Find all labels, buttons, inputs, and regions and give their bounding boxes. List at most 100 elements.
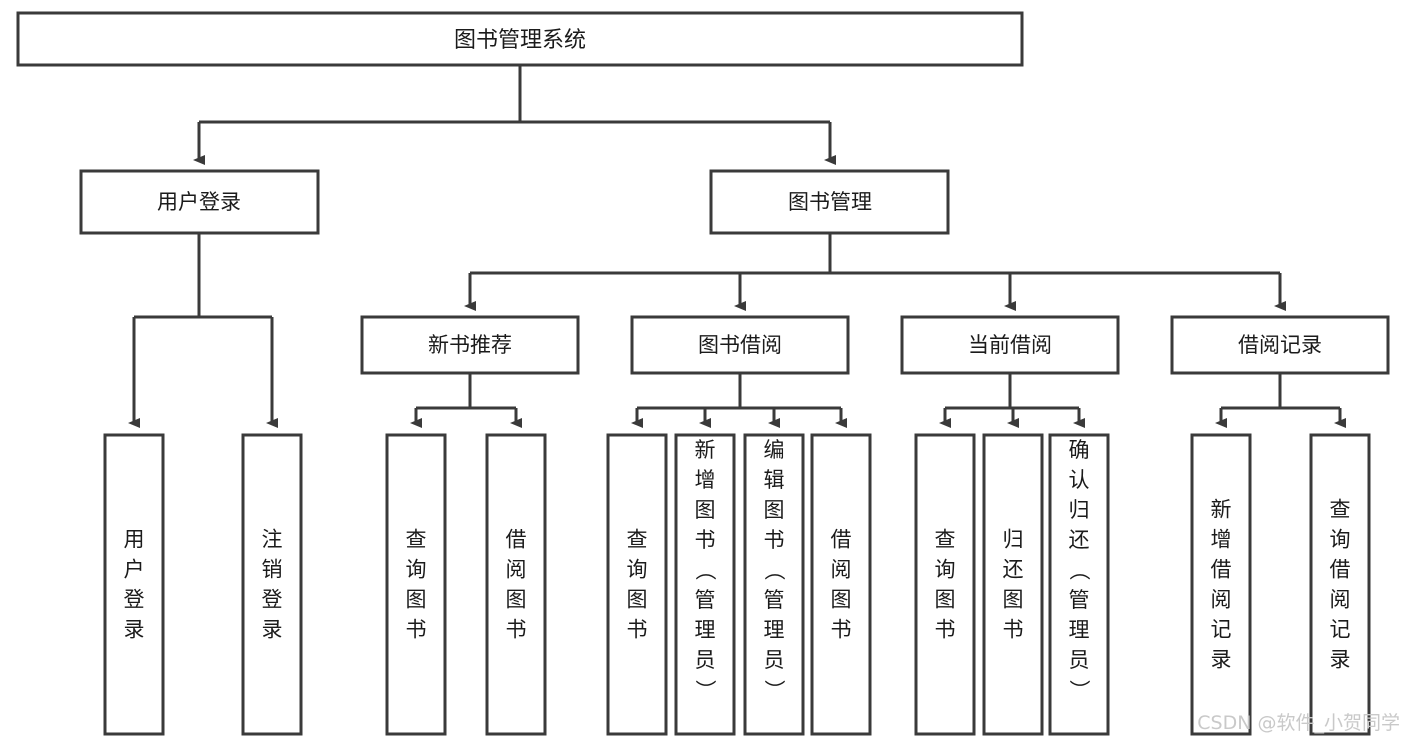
node-root-system[interactable]: 图书管理系统 <box>16 11 1024 67</box>
leaf-node-box[interactable] <box>982 433 1044 736</box>
leaf-node-char: 查 <box>406 528 427 552</box>
leaf-node-char: 书 <box>831 618 852 642</box>
leaf-node-char: 销 <box>262 558 283 582</box>
node-new-book-recommend-box[interactable] <box>360 315 580 375</box>
leaf-node-box[interactable] <box>385 433 447 736</box>
leaf-node-char: 借 <box>1211 558 1232 582</box>
leaf-node-box[interactable] <box>1309 433 1371 736</box>
leaf-node-char: 查 <box>627 528 648 552</box>
node-book-borrow[interactable]: 图书借阅 <box>630 315 850 375</box>
leaf-node-char: 询 <box>935 558 956 582</box>
node-book-management-box[interactable] <box>709 169 950 235</box>
node-current-borrow[interactable]: 当前借阅 <box>900 315 1120 375</box>
leaf-node-char: 查 <box>935 528 956 552</box>
leaf-node-char: 员 <box>1069 648 1090 672</box>
leaf-node-char: 书 <box>406 618 427 642</box>
leaf-node-char: （ <box>762 560 786 581</box>
leaf-node-char: 书 <box>935 618 956 642</box>
leaf-node-char: 询 <box>1330 528 1351 552</box>
leaf-node-char: ） <box>693 680 717 701</box>
leaf-node-char: 管 <box>764 588 785 612</box>
leaf-node-char: 书 <box>695 528 716 552</box>
leaf-node-char: 员 <box>764 648 785 672</box>
leaf-node-box[interactable] <box>485 433 547 736</box>
node-user-login-box[interactable] <box>79 169 320 235</box>
leaf-node-char: 图 <box>1003 588 1024 612</box>
leaf-node-layer: 用户登录注销登录查询图书借阅图书查询图书新增图书（管理员）编辑图书（管理员）借阅… <box>103 433 1371 736</box>
node-root-system-box[interactable] <box>16 11 1024 67</box>
leaf-node-char: 理 <box>764 618 785 642</box>
leaf-node-char: 理 <box>1069 618 1090 642</box>
leaf-node-char: 图 <box>764 498 785 522</box>
leaf-node-char: 增 <box>695 468 716 492</box>
node-current-borrow-label: 当前借阅 <box>968 333 1052 357</box>
leaf-node-box[interactable] <box>103 433 165 736</box>
leaf-node-char: 确 <box>1069 438 1090 462</box>
leaf-node-char: 录 <box>1211 648 1232 672</box>
leaf-node-char: 理 <box>695 618 716 642</box>
leaf-node-box[interactable] <box>1190 433 1252 736</box>
leaf-node-box[interactable] <box>914 433 976 736</box>
leaf-node-char: 编 <box>764 438 785 462</box>
node-book-borrow-box[interactable] <box>630 315 850 375</box>
leaf-node-char: 还 <box>1003 558 1024 582</box>
leaf-node-char: 认 <box>1069 468 1090 492</box>
connector-layer <box>128 65 1346 428</box>
csdn-watermark: CSDN @软件_小贺同学 <box>1197 712 1400 734</box>
leaf-node-char: 询 <box>627 558 648 582</box>
node-user-login-label: 用户登录 <box>157 190 241 214</box>
leaf-node-char: 登 <box>124 588 145 612</box>
leaf-node-box[interactable] <box>1048 433 1110 736</box>
leaf-node-char: 管 <box>1069 588 1090 612</box>
node-borrow-records[interactable]: 借阅记录 <box>1170 315 1390 375</box>
node-book-management-label: 图书管理 <box>788 190 872 214</box>
leaf-node-box[interactable] <box>606 433 668 736</box>
node-new-book-recommend-label: 新书推荐 <box>428 333 512 357</box>
node-book-management[interactable]: 图书管理 <box>709 169 950 235</box>
leaf-node-char: 录 <box>124 618 145 642</box>
leaf-node-char: （ <box>1067 560 1091 581</box>
leaf-node-char: 增 <box>1211 528 1232 552</box>
node-current-borrow-box[interactable] <box>900 315 1120 375</box>
leaf-node-char: 户 <box>124 558 145 582</box>
leaf-node-char: 查 <box>1330 498 1351 522</box>
leaf-node-box[interactable] <box>743 433 805 736</box>
leaf-node-char: 书 <box>1003 618 1024 642</box>
leaf-node-char: ） <box>762 680 786 701</box>
leaf-node-char: 还 <box>1069 528 1090 552</box>
leaf-node-char: 图 <box>831 588 852 612</box>
leaf-node-box[interactable] <box>241 433 303 736</box>
leaf-node-char: 阅 <box>831 558 852 582</box>
node-user-login[interactable]: 用户登录 <box>79 169 320 235</box>
leaf-node-char: 记 <box>1211 618 1232 642</box>
leaf-node[interactable]: 用户登录 <box>103 433 165 736</box>
node-borrow-records-label: 借阅记录 <box>1238 333 1322 357</box>
leaf-node-char: 登 <box>262 588 283 612</box>
leaf-node-char: 图 <box>627 588 648 612</box>
leaf-node-box[interactable] <box>810 433 872 736</box>
leaf-node-char: 阅 <box>1211 588 1232 612</box>
leaf-node-box[interactable] <box>674 433 736 736</box>
node-root-system-label: 图书管理系统 <box>454 28 586 53</box>
leaf-node-char: （ <box>693 560 717 581</box>
leaf-node-char: 归 <box>1003 528 1024 552</box>
leaf-node-char: 图 <box>406 588 427 612</box>
node-new-book-recommend[interactable]: 新书推荐 <box>360 315 580 375</box>
leaf-node-char: 阅 <box>1330 588 1351 612</box>
leaf-node-char: 录 <box>1330 648 1351 672</box>
node-borrow-records-box[interactable] <box>1170 315 1390 375</box>
leaf-node-char: 员 <box>695 648 716 672</box>
